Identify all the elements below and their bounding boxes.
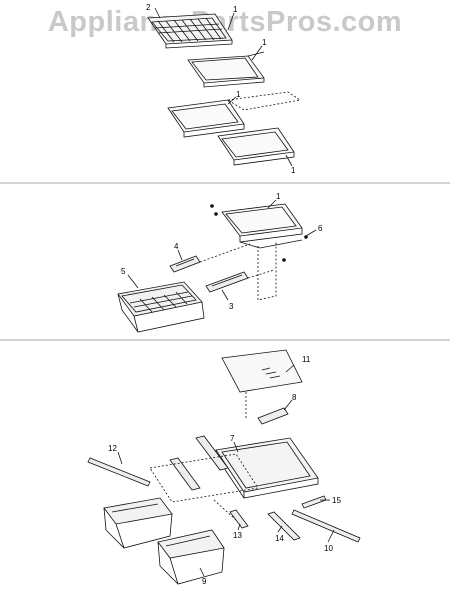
leader-12	[117, 451, 123, 465]
callout-7: 7	[230, 434, 235, 443]
guide-line-b	[247, 269, 275, 279]
callout-11: 11	[302, 355, 311, 364]
part-1-glass-shelf-a	[187, 51, 265, 88]
leader-1c	[227, 96, 237, 105]
callout-2: 2	[146, 3, 151, 12]
section-2	[117, 199, 317, 333]
part-11-glass-panel	[221, 349, 303, 393]
crisper-drawer-left	[103, 497, 173, 549]
callout-10: 10	[324, 544, 333, 553]
callout-9: 9	[202, 577, 207, 586]
guide-line-a	[199, 243, 251, 263]
callout-1-d: 1	[291, 166, 296, 175]
part-9-crisper-drawer	[157, 529, 225, 585]
part-15-rail	[301, 495, 327, 509]
part-14-rail	[267, 511, 301, 541]
leader-8	[283, 399, 293, 411]
leader-13	[237, 523, 241, 531]
guide-line-c	[213, 499, 237, 521]
part-7-shelf-frame	[215, 437, 319, 499]
part-2-grille-shelf	[147, 13, 233, 49]
leader-s2-4	[177, 249, 183, 261]
section-1	[147, 7, 302, 167]
callout-6: 6	[318, 224, 323, 233]
leader-2	[154, 7, 161, 19]
assembly-path	[257, 242, 277, 301]
part-1-glass-shelf-d	[221, 203, 303, 249]
leader-1a	[227, 12, 235, 31]
section-3	[87, 349, 361, 585]
leader-11	[285, 364, 295, 373]
callout-s2-1: 1	[276, 192, 281, 201]
callouts: 2 1 1 1 1 1 6 4 5 3 11 8 7 12 15 13 14 1…	[108, 3, 341, 586]
screws	[210, 204, 308, 262]
leader-s2-3	[221, 289, 229, 301]
callout-1-a: 1	[233, 5, 238, 14]
callout-14: 14	[275, 534, 284, 543]
callout-3: 3	[229, 302, 234, 311]
callout-12: 12	[108, 444, 117, 453]
leader-10	[327, 529, 335, 543]
part-8-slide	[257, 407, 289, 425]
part-1-glass-shelf-c	[217, 127, 295, 166]
leader-9	[199, 567, 205, 577]
part-3-slide	[205, 271, 249, 293]
callout-1-b: 1	[262, 38, 267, 47]
callout-5: 5	[121, 267, 126, 276]
part-4-slide	[169, 255, 201, 273]
part-13-bracket	[229, 509, 249, 529]
callout-1-c: 1	[236, 90, 241, 99]
guide-frame	[149, 453, 259, 503]
side-rails	[169, 435, 229, 491]
part-5-drawer	[117, 281, 205, 333]
part-1-glass-shelf-b	[167, 91, 302, 138]
leader-14	[277, 525, 283, 533]
callout-8: 8	[292, 393, 297, 402]
part-12-rail	[87, 457, 151, 487]
leader-1d	[285, 154, 293, 167]
leader-s2-6	[305, 229, 317, 237]
callout-15: 15	[332, 496, 341, 505]
leader-1b	[251, 45, 263, 61]
callout-13: 13	[233, 531, 242, 540]
leader-s2-1	[267, 199, 277, 209]
leader-s2-5	[127, 274, 139, 289]
callout-4: 4	[174, 242, 179, 251]
leader-7	[233, 441, 239, 453]
part-10-rail	[291, 509, 361, 543]
